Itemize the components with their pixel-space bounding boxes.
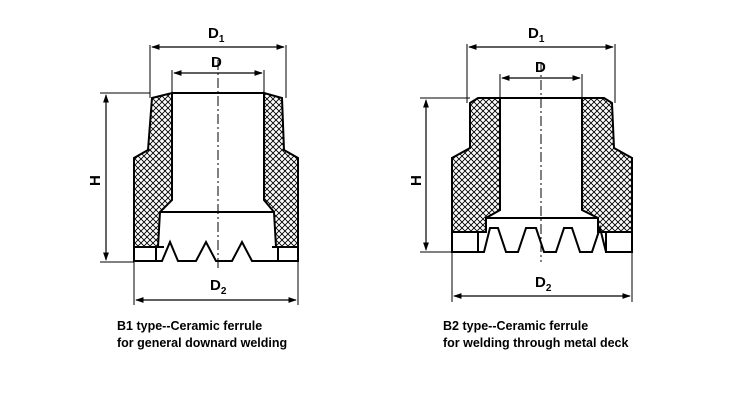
b2-caption-line1: B2 type--Ceramic ferrule (443, 319, 589, 333)
b2-serrated-teeth (478, 224, 607, 253)
b2-d-label: D (535, 59, 546, 76)
b1-caption: B1 type--Ceramic ferrule for general dow… (117, 318, 287, 352)
b2-d1-label: D1 (528, 25, 545, 45)
b1-h-label: H (87, 175, 104, 186)
b2-base-left (451, 231, 479, 253)
b1-serrated-teeth (156, 239, 278, 262)
b2-d2-label: D2 (535, 274, 552, 294)
b1-d1-label: D1 (208, 25, 225, 45)
b1-right-wall (263, 91, 299, 252)
b1-caption-line2: for general downard welding (117, 336, 288, 350)
b2-caption-line2: for welding through metal deck (443, 336, 629, 350)
b2-base-right (605, 231, 633, 253)
b1-ferrule-drawing: D1 D D2 H (87, 25, 299, 305)
b2-left-wall (451, 97, 501, 233)
b1-caption-line1: B1 type--Ceramic ferrule (117, 319, 263, 333)
b2-right-wall (581, 97, 633, 233)
b1-base-right (277, 246, 299, 262)
b1-base-left (133, 246, 157, 262)
b2-ferrule-drawing: D1 D D2 H (408, 25, 633, 302)
b1-d-label: D (211, 54, 222, 71)
b1-left-wall (133, 91, 173, 252)
b2-caption: B2 type--Ceramic ferrule for welding thr… (443, 318, 628, 352)
b2-h-label: H (408, 175, 425, 186)
b1-d2-label: D2 (210, 277, 227, 297)
